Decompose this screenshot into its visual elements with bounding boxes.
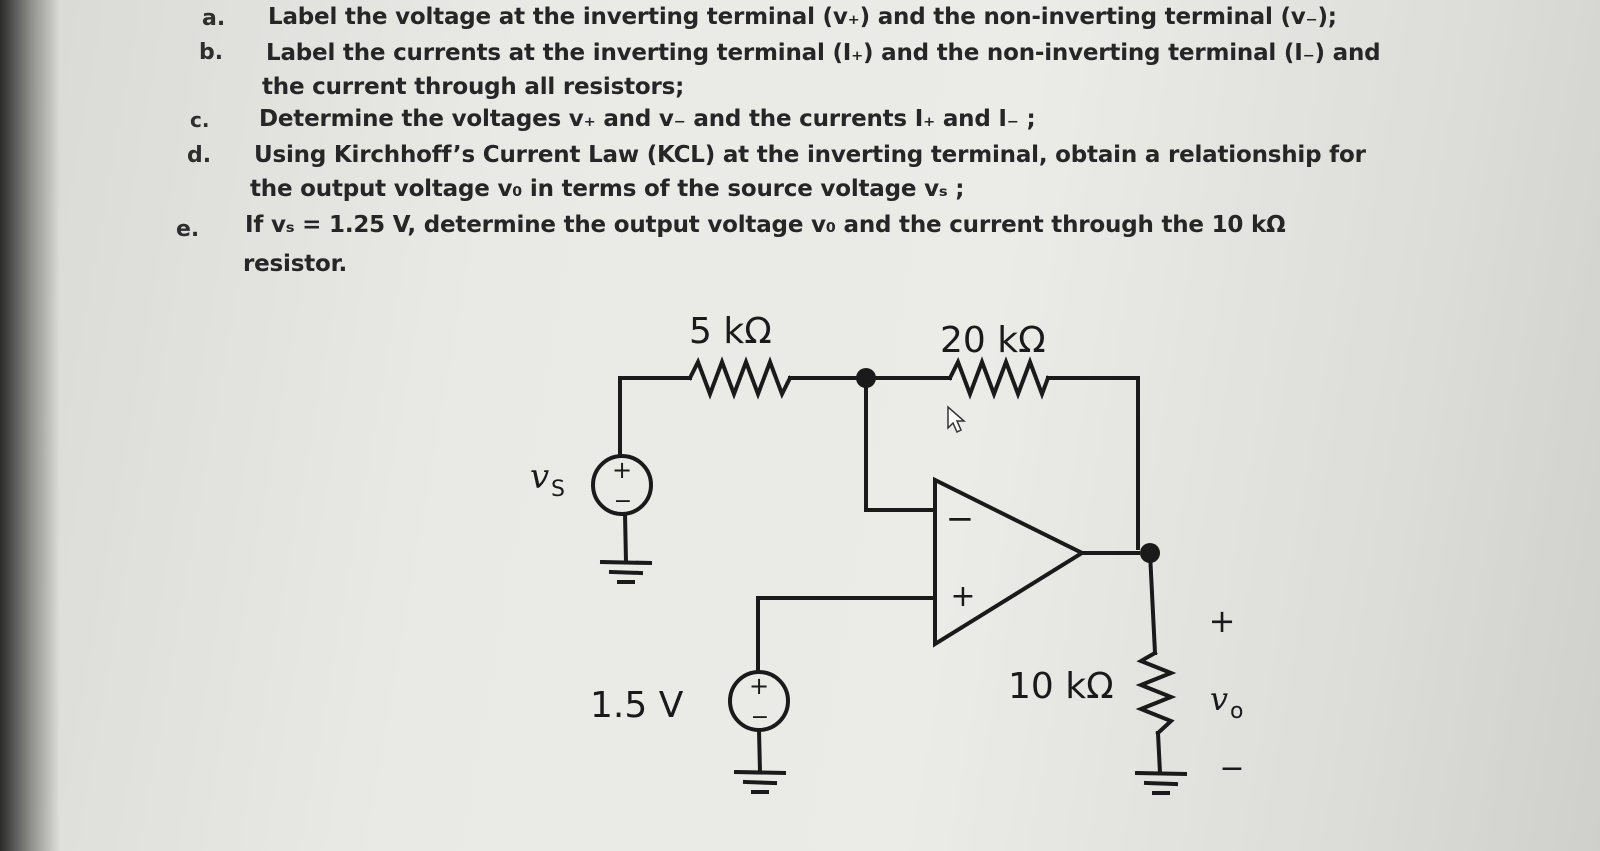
source-plus-sign: + (749, 672, 769, 700)
source-plus-sign: + (612, 456, 632, 484)
question-text: Label the voltage at the inverting termi… (268, 4, 1337, 30)
opamp-noninverting-sign: + (950, 579, 975, 614)
question-letter: e. (176, 217, 200, 242)
question-text: Determine the voltages v₊ and v₋ and the… (259, 106, 1036, 132)
resistor-5k-label: 5 kΩ (689, 311, 772, 352)
output-voltage-symbol: v (1210, 680, 1228, 718)
wire-output-to-r3 (1147, 550, 1158, 656)
ground-symbol (733, 769, 787, 794)
junction-node-inverting (856, 368, 876, 388)
question-letter: a. (202, 6, 226, 31)
source-minus-sign: − (751, 705, 769, 730)
wire-vs-to-ground (622, 511, 629, 565)
dc-source-label: 1.5 V (590, 685, 684, 726)
output-minus-sign: − (1219, 751, 1244, 786)
resistor-20k-label: 20 kΩ (940, 320, 1046, 361)
voltage-source-dc (728, 670, 790, 732)
source-minus-sign: − (614, 489, 632, 514)
voltage-source-vs (591, 454, 653, 516)
question-text-continued: the output voltage v₀ in terms of the so… (250, 176, 965, 202)
wire-r2-to-output (1046, 376, 1140, 550)
question-text-continued: the current through all resistors; (262, 74, 685, 100)
resistor-20k (947, 356, 1051, 400)
opamp-triangle (933, 476, 1087, 648)
question-list: a. Label the voltage at the inverting te… (0, 0, 1600, 290)
wire-dc-source-to-noninverting-input (756, 596, 937, 674)
question-letter: c. (190, 108, 210, 132)
question-text: Label the currents at the inverting term… (266, 40, 1381, 66)
junction-node-output (1140, 543, 1160, 563)
question-letter: d. (187, 143, 212, 168)
question-text: If vₛ = 1.25 V, determine the output vol… (245, 212, 1286, 238)
output-plus-sign: + (1209, 602, 1236, 640)
question-letter: b. (199, 40, 224, 65)
source-vs-symbol: v (530, 457, 549, 497)
wire-r3-to-ground (1155, 730, 1163, 776)
wire-source-to-r1 (618, 376, 692, 458)
question-text: Using Kirchhoff’s Current Law (KCL) at t… (254, 142, 1366, 168)
page-edge-shadow (0, 0, 60, 851)
mouse-cursor-icon (947, 405, 966, 434)
output-voltage-label: v o (1210, 680, 1243, 724)
resistor-10k-label: 10 kΩ (1008, 666, 1114, 707)
question-text-continued: resistor. (243, 251, 348, 277)
source-vs-label: v S (530, 457, 565, 502)
ground-symbol (599, 559, 653, 584)
resistor-5k (687, 356, 793, 400)
ground-symbol (1134, 770, 1188, 795)
wire-dc-to-ground (756, 727, 763, 775)
source-vs-subscript: S (551, 477, 565, 502)
output-voltage-subscript: o (1230, 699, 1243, 724)
resistor-10k (1135, 650, 1177, 736)
wire-node-to-inverting-input (864, 376, 937, 512)
opamp-inverting-sign: − (946, 499, 975, 539)
